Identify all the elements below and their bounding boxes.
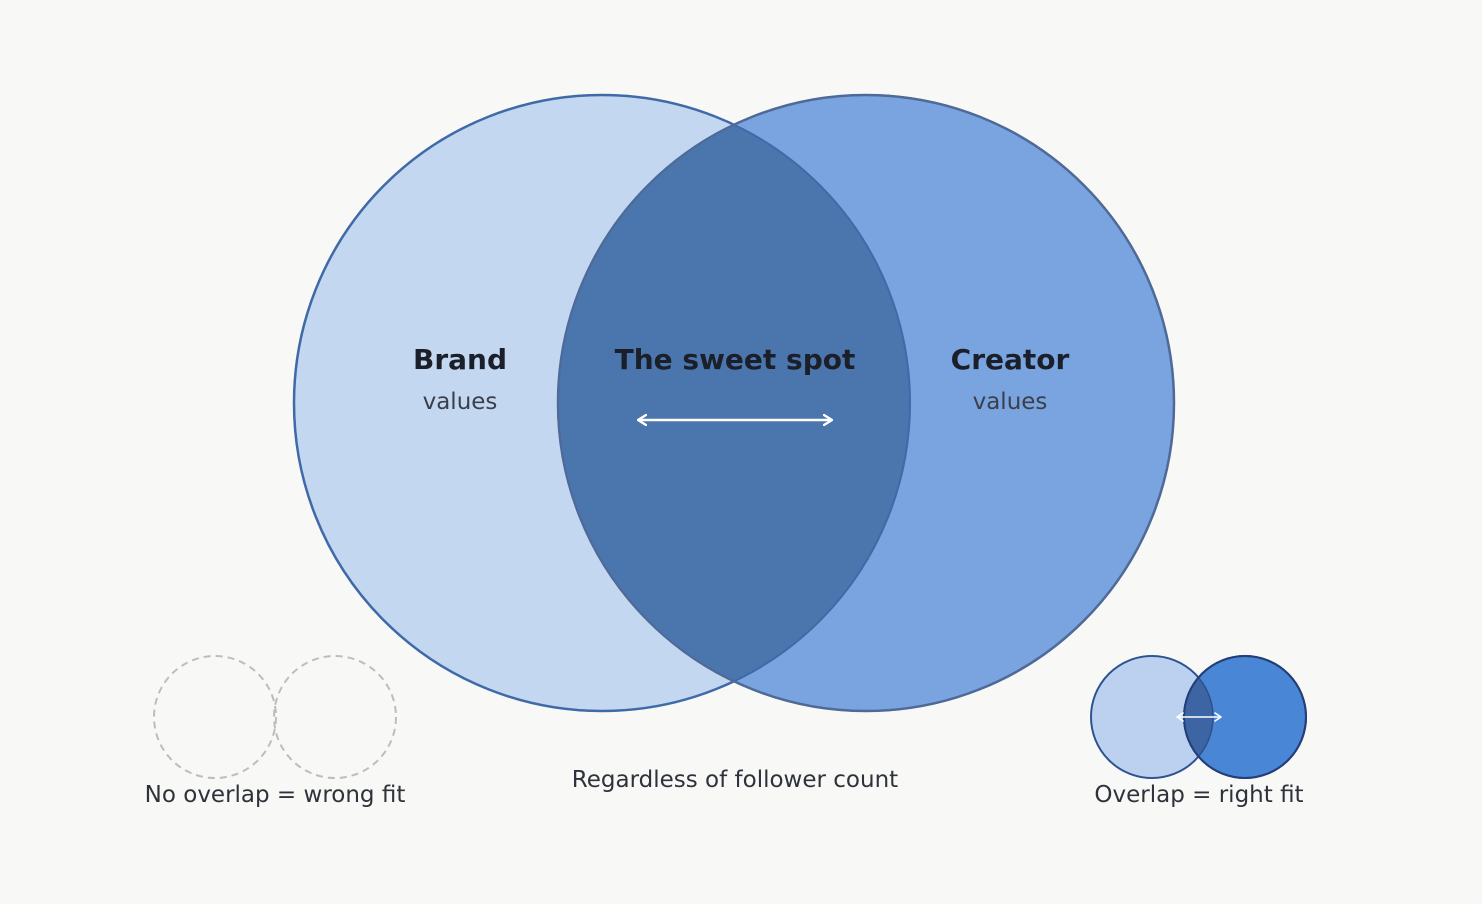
creator-circle-outline xyxy=(557,94,1175,712)
brand-title: Brand xyxy=(413,343,507,376)
creator-title: Creator xyxy=(951,343,1070,376)
no-overlap-circle-right xyxy=(273,655,397,779)
overlap-caption: Overlap = right fit xyxy=(1094,782,1303,808)
no-overlap-circle-left xyxy=(153,655,277,779)
no-overlap-caption: No overlap = wrong fit xyxy=(145,782,406,808)
brand-subtitle: values xyxy=(423,389,498,415)
brand-circle-outline xyxy=(293,94,911,712)
footer-caption: Regardless of follower count xyxy=(572,767,898,793)
sweet-spot-title: The sweet spot xyxy=(615,343,856,376)
creator-subtitle: values xyxy=(973,389,1048,415)
sweet-spot-overlap xyxy=(558,95,910,711)
